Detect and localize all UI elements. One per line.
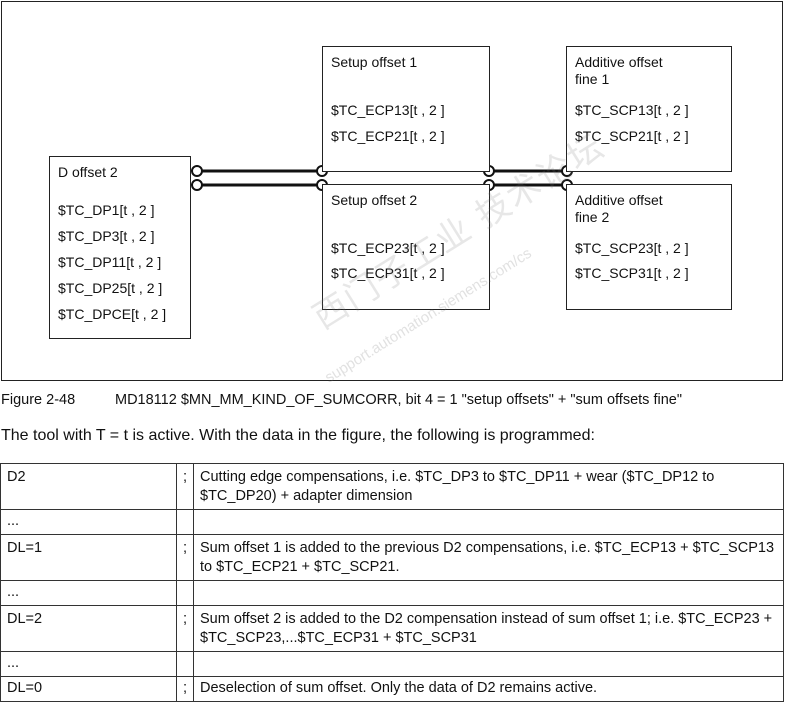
table-row: DL=0 ; Deselection of sum offset. Only t… xyxy=(0,676,784,702)
code-cell: ... xyxy=(0,651,177,677)
intro-paragraph: The tool with T = t is active. With the … xyxy=(1,427,595,444)
figure-caption-text: MD18112 $MN_MM_KIND_OF_SUMCORR, bit 4 = … xyxy=(115,392,682,408)
description-cell xyxy=(193,509,784,535)
setup-offset-2-box: Setup offset 2 $TC_ECP23[t , 2 ] $TC_ECP… xyxy=(322,184,490,310)
connector-node xyxy=(191,165,203,177)
code-cell: ... xyxy=(0,580,177,606)
d-offset-title: D offset 2 xyxy=(58,164,118,180)
separator-cell xyxy=(176,509,194,535)
setup-offset-2-title: Setup offset 2 xyxy=(331,192,418,208)
additive-offset-fine-2-title: Additive offset fine 2 xyxy=(575,192,663,225)
table-row: ... xyxy=(0,651,784,677)
additive-offset-fine-2-box: Additive offset fine 2 $TC_SCP23[t , 2 ]… xyxy=(566,184,732,310)
param-tc-dp3: $TC_DP3[t , 2 ] xyxy=(58,228,155,244)
figure-diagram: D offset 2 $TC_DP1[t , 2 ] $TC_DP3[t , 2… xyxy=(1,1,783,386)
additive-offset-fine-1-title: Additive offset fine 1 xyxy=(575,54,663,87)
param-tc-dp1: $TC_DP1[t , 2 ] xyxy=(58,202,155,218)
param-tc-scp31: $TC_SCP31[t , 2 ] xyxy=(575,265,689,281)
code-cell: ... xyxy=(0,509,177,535)
table-row: ... xyxy=(0,509,784,535)
code-cell: DL=0 xyxy=(0,676,177,702)
description-cell xyxy=(193,651,784,677)
param-tc-dp25: $TC_DP25[t , 2 ] xyxy=(58,280,163,296)
separator-cell: ; xyxy=(176,463,194,510)
separator-cell: ; xyxy=(176,534,194,581)
param-tc-scp13: $TC_SCP13[t , 2 ] xyxy=(575,102,689,118)
param-tc-ecp21: $TC_ECP21[t , 2 ] xyxy=(331,128,445,144)
additive-offset-fine-1-box: Additive offset fine 1 $TC_SCP13[t , 2 ]… xyxy=(566,46,732,172)
param-tc-dp11: $TC_DP11[t , 2 ] xyxy=(58,254,162,270)
setup-offset-1-box: Setup offset 1 $TC_ECP13[t , 2 ] $TC_ECP… xyxy=(322,46,490,172)
d-offset-2-box: D offset 2 $TC_DP1[t , 2 ] $TC_DP3[t , 2… xyxy=(49,156,191,339)
program-table: D2 ; Cutting edge compensations, i.e. $T… xyxy=(0,463,784,702)
table-row: D2 ; Cutting edge compensations, i.e. $T… xyxy=(0,463,784,510)
figure-number: Figure 2-48 xyxy=(1,392,76,408)
figure-caption: Figure 2-48 MD18112 $MN_MM_KIND_OF_SUMCOR… xyxy=(1,392,682,408)
code-cell: DL=1 xyxy=(0,534,177,581)
param-tc-scp23: $TC_SCP23[t , 2 ] xyxy=(575,240,689,256)
description-cell xyxy=(193,580,784,606)
param-tc-ecp31: $TC_ECP31[t , 2 ] xyxy=(331,265,445,281)
description-cell: Sum offset 2 is added to the D2 compensa… xyxy=(193,605,784,652)
setup-offset-1-title: Setup offset 1 xyxy=(331,54,418,70)
code-cell: DL=2 xyxy=(0,605,177,652)
connector-node xyxy=(191,179,203,191)
description-cell: Sum offset 1 is added to the previous D2… xyxy=(193,534,784,581)
separator-cell xyxy=(176,580,194,606)
param-tc-ecp23: $TC_ECP23[t , 2 ] xyxy=(331,240,445,256)
separator-cell: ; xyxy=(176,676,194,702)
table-row: ... xyxy=(0,580,784,606)
param-tc-scp21: $TC_SCP21[t , 2 ] xyxy=(575,128,689,144)
separator-cell xyxy=(176,651,194,677)
code-cell: D2 xyxy=(0,463,177,510)
separator-cell: ; xyxy=(176,605,194,652)
table-row: DL=2 ; Sum offset 2 is added to the D2 c… xyxy=(0,605,784,652)
table-row: DL=1 ; Sum offset 1 is added to the prev… xyxy=(0,534,784,581)
param-tc-ecp13: $TC_ECP13[t , 2 ] xyxy=(331,102,445,118)
description-cell: Cutting edge compensations, i.e. $TC_DP3… xyxy=(193,463,784,510)
description-cell: Deselection of sum offset. Only the data… xyxy=(193,676,784,702)
param-tc-dpce: $TC_DPCE[t , 2 ] xyxy=(58,306,167,322)
